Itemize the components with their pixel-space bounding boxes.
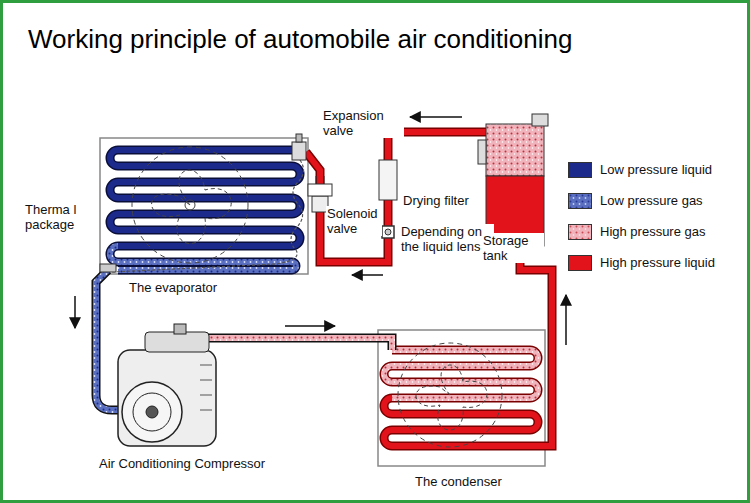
part-label: The condenser — [414, 474, 503, 489]
tank-fitting — [478, 140, 486, 164]
swatch-texture — [569, 194, 591, 208]
diagram-title: Working principle of automobile air cond… — [28, 24, 572, 54]
compressor-pulley — [122, 382, 182, 442]
flow-arrow — [352, 274, 383, 276]
flow-arrow — [285, 325, 335, 327]
drying-filter — [379, 160, 397, 200]
evaporator-coil — [110, 150, 300, 270]
liquid-pipe-outline — [520, 246, 552, 446]
cooling-ribs — [200, 365, 212, 410]
liquid-pipe — [520, 246, 552, 446]
flow-arrow — [565, 295, 567, 345]
evaporator-tube-outline — [110, 246, 296, 270]
thermal-bulb — [100, 264, 116, 272]
evaporator-housing — [100, 138, 308, 274]
legend-text: High pressure liquid — [600, 255, 715, 271]
flow-arrow — [410, 116, 462, 118]
condenser-tube-outline — [384, 398, 538, 446]
discharge-pipe-outline — [180, 338, 392, 350]
part-label: Storage tank — [482, 233, 544, 263]
expansion-valve — [292, 142, 306, 160]
solenoid-wires — [316, 176, 324, 184]
pulley-ring — [133, 393, 171, 431]
pulley-hub — [146, 406, 158, 418]
part-label: Solenoid valve — [326, 206, 382, 236]
evaporator-tube — [110, 246, 296, 270]
flow-arrow — [74, 296, 76, 328]
capillary-tube — [112, 160, 304, 272]
legend-swatch — [568, 162, 592, 178]
part-label: The evaporator — [128, 280, 218, 295]
valve-cap — [296, 134, 302, 142]
part-label: Drying filter — [402, 193, 470, 208]
liquid-lens — [382, 226, 394, 238]
part-label: Air Conditioning Compressor — [98, 456, 266, 471]
legend-swatch — [568, 255, 592, 271]
discharge-fitting — [174, 324, 186, 334]
solenoid-coil — [308, 184, 332, 196]
condenser-fan — [398, 343, 502, 447]
fan-blades — [416, 365, 487, 430]
part-label: Therma l package — [24, 202, 84, 232]
part-label: Depending on the liquid lens — [400, 224, 494, 254]
tank-cap — [532, 114, 548, 126]
condenser-tube — [384, 398, 538, 446]
legend-swatch — [568, 193, 592, 209]
lens-glass — [385, 229, 391, 235]
condenser-coil — [384, 350, 538, 446]
legend-swatch — [568, 224, 592, 240]
fan-blades — [152, 170, 232, 244]
legend-text: High pressure gas — [600, 224, 706, 240]
evaporator-fan — [132, 147, 248, 263]
tank-gas-space — [486, 124, 544, 176]
condenser-housing — [378, 330, 545, 466]
legend-text: Low pressure gas — [600, 193, 703, 209]
fan-hub — [185, 200, 195, 210]
compressor-body — [118, 350, 216, 446]
swatch-texture — [569, 225, 591, 239]
compressor-head — [145, 332, 209, 352]
discharge-pipe — [180, 338, 392, 350]
part-label: Expansion valve — [322, 108, 404, 138]
legend-text: Low pressure liquid — [600, 162, 712, 178]
